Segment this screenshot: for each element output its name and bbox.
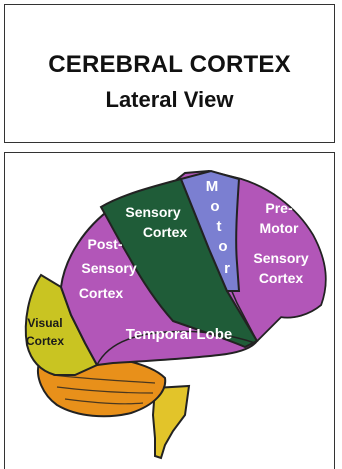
- diagram-title: CEREBRAL CORTEX: [5, 51, 334, 79]
- motor-letter: o: [218, 238, 227, 255]
- post-sensory-label-line: Post-: [88, 236, 123, 252]
- motor-letter: r: [224, 260, 230, 277]
- brain-diagram: M o t o r Sensory Cortex Pre- Motor Sens…: [5, 153, 335, 469]
- diagram-panel: M o t o r Sensory Cortex Pre- Motor Sens…: [4, 152, 335, 469]
- post-sensory-label-line: Sensory: [81, 260, 136, 276]
- sensory-cortex-label-line: Cortex: [143, 224, 188, 240]
- motor-letter: o: [210, 198, 219, 215]
- visual-cortex-label-line: Visual: [27, 316, 62, 330]
- pre-motor-label-line: Pre-: [265, 200, 293, 216]
- sensory-cortex-label-line: Sensory: [125, 204, 180, 220]
- pre-motor-label-line: Motor: [260, 220, 299, 236]
- title-panel: CEREBRAL CORTEX Lateral View: [4, 4, 335, 143]
- temporal-lobe-label: Temporal Lobe: [126, 326, 232, 343]
- pre-motor-label-line: Cortex: [259, 270, 304, 286]
- visual-cortex-label-line: Cortex: [26, 334, 64, 348]
- motor-letter: M: [206, 178, 219, 195]
- motor-letter: t: [217, 218, 222, 235]
- pre-motor-label-line: Sensory: [253, 250, 308, 266]
- diagram-subtitle: Lateral View: [5, 87, 334, 113]
- post-sensory-label-line: Cortex: [79, 285, 124, 301]
